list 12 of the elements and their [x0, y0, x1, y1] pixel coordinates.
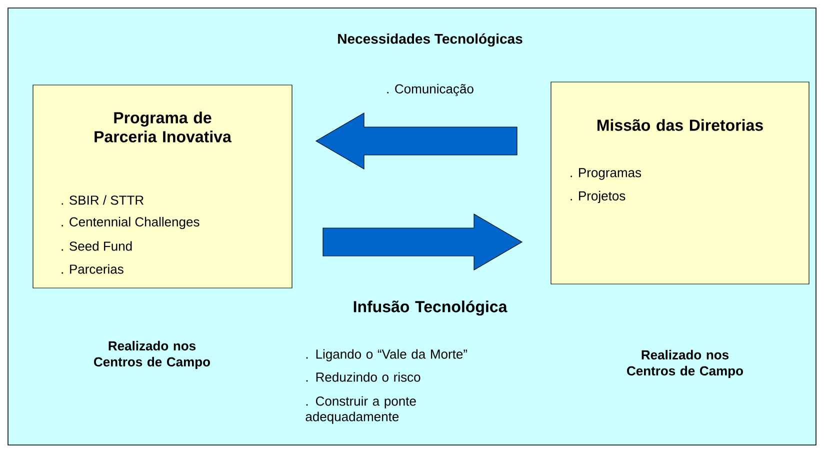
program-box: Programa de Parceria Inovativa . SBIR / STTR . Centennial Challenges . Seed Fund . Parcerias	[32, 84, 292, 288]
bullet-item: . Reduzindo o risco	[306, 372, 420, 382]
title: Necessidades Tecnológicas	[338, 33, 522, 47]
bullet-item: . Ligando o “Vale da Morte”	[306, 349, 468, 362]
edge-label: . Comunicação	[387, 84, 474, 96]
flow-heading: Infusão Tecnológica	[354, 300, 508, 316]
bullet-item: . Construir a ponte adequadamente	[306, 396, 416, 424]
location-note: Realizado nos Centros de Campo	[627, 350, 743, 378]
block-arrow	[315, 112, 518, 170]
block-arrow	[322, 213, 523, 271]
program-box: Missão das Diretorias . Programas . Projetos	[550, 82, 810, 284]
location-note: Realizado nos Centros de Campo	[94, 340, 210, 370]
